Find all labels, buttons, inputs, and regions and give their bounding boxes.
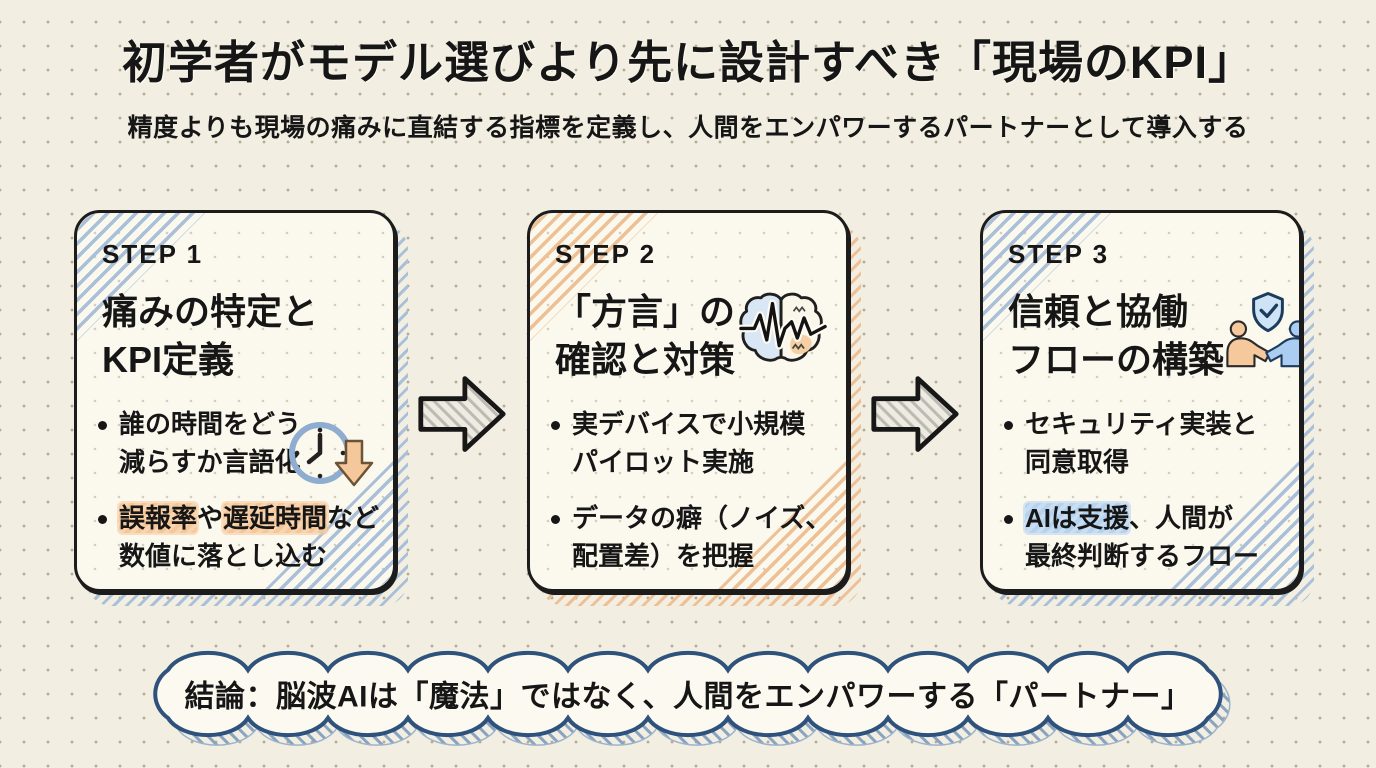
bullet-item: 誤報率や遅延時間など 数値に落とし込む [96,500,379,575]
bullet-list: 実デバイスで小規模 パイロット実施 データの癖（ノイズ、 配置差）を把握 [549,406,831,575]
conclusion-text: 結論：脳波AIは「魔法」ではなく、人間をエンパワーする「パートナー」 [184,680,1192,714]
bullet-list: セキュリティ実装と 同意取得 AIは支援、人間が 最終判断するフロー [1002,406,1280,575]
conclusion-bubble: 結論：脳波AIは「魔法」ではなく、人間をエンパワーする「パートナー」 [98,640,1278,758]
bullet-item: 実デバイスで小規模 パイロット実施 [549,406,827,481]
step-card-1-body: STEP 1 痛みの特定と KPI定義 誰の時間をどう 減らすか言語化 [74,210,396,592]
step-card-1: STEP 1 痛みの特定と KPI定義 誰の時間をどう 減らすか言語化 [74,210,408,606]
bullet-item: セキュリティ実装と 同意取得 [1002,406,1280,481]
step-title: 信頼と協働 フローの構築 [1008,291,1225,381]
handshake-shield-icon [1224,290,1299,373]
step-label: STEP 3 [1008,239,1110,269]
bullet-dot [98,421,107,431]
step-label: STEP 2 [555,239,657,269]
bullet-dot [551,514,560,524]
step-card-3-body: STEP 3 信頼と協働 フローの構築 [980,210,1302,592]
step-title: 痛みの特定と KPI定義 [102,291,319,381]
clock-decrease-icon [282,415,378,502]
bullet-dot [1004,421,1013,431]
flow-arrow-icon [869,372,961,458]
bullet-dot [1004,514,1013,524]
bullet-dot [551,421,560,431]
step-card-2: STEP 2 「方言」の 確認と対策 [527,210,861,606]
bullet-item: 誰の時間をどう 減らすか言語化 [96,406,374,481]
page-title: 初学者がモデル選びより先に設計すべき「現場のKPI」 [122,37,1254,88]
bullet-list: 誰の時間をどう 減らすか言語化 誤報率や遅延時間など 数値に落とし込む [96,406,379,575]
step-title: 「方言」の 確認と対策 [555,291,736,381]
steps-row: STEP 1 痛みの特定と KPI定義 誰の時間をどう 減らすか言語化 [74,210,1314,606]
step-card-2-body: STEP 2 「方言」の 確認と対策 [527,210,849,592]
bullet-item: データの癖（ノイズ、 配置差）を把握 [549,500,831,575]
page-subtitle: 精度よりも現場の痛みに直結する指標を定義し、人間をエンパワーするパートナーとして… [127,114,1249,142]
bullet-dot [98,514,107,524]
step-label: STEP 1 [102,239,204,269]
flow-arrow-icon [416,372,508,458]
header: 初学者がモデル選びより先に設計すべき「現場のKPI」 精度よりも現場の痛みに直結… [0,36,1376,144]
step-card-3: STEP 3 信頼と協働 フローの構築 [980,210,1314,606]
brain-eeg-icon [737,290,829,370]
bullet-item: AIは支援、人間が 最終判断するフロー [1002,500,1280,575]
